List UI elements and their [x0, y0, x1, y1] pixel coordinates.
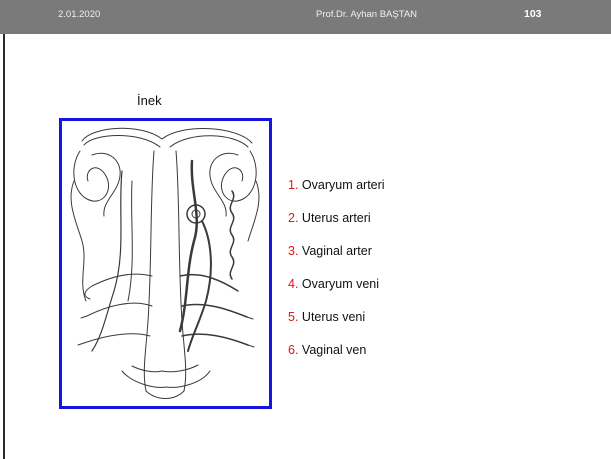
- legend-number: 2.: [288, 211, 298, 225]
- legend-item: 5. Uterus veni: [288, 306, 385, 339]
- legend-label: Ovaryum veni: [302, 277, 379, 291]
- legend-item: 1. Ovaryum arteri: [288, 174, 385, 207]
- legend-number: 3.: [288, 244, 298, 258]
- vessel-legend: 1. Ovaryum arteri 2. Uterus arteri 3. Va…: [288, 174, 385, 372]
- anatomical-figure: [59, 118, 272, 409]
- reproductive-vessels-drawing: [62, 121, 269, 406]
- page-number: 103: [524, 8, 542, 20]
- header-author: Prof.Dr. Ayhan BAŞTAN: [316, 9, 417, 20]
- legend-label: Vaginal arter: [302, 244, 372, 258]
- legend-item: 3. Vaginal arter: [288, 240, 385, 273]
- legend-label: Ovaryum arteri: [302, 178, 385, 192]
- legend-item: 4. Ovaryum veni: [288, 273, 385, 306]
- header-date: 2.01.2020: [58, 9, 100, 20]
- figure-caption: İnek: [137, 93, 162, 108]
- legend-number: 4.: [288, 277, 298, 291]
- legend-number: 6.: [288, 343, 298, 357]
- legend-number: 5.: [288, 310, 298, 324]
- legend-label: Uterus veni: [302, 310, 365, 324]
- legend-number: 1.: [288, 178, 298, 192]
- legend-label: Vaginal ven: [302, 343, 366, 357]
- slide-left-border: [3, 0, 5, 459]
- header-bar: 2.01.2020 Prof.Dr. Ayhan BAŞTAN 103: [0, 0, 611, 34]
- legend-label: Uterus arteri: [302, 211, 371, 225]
- legend-item: 6. Vaginal ven: [288, 339, 385, 372]
- legend-item: 2. Uterus arteri: [288, 207, 385, 240]
